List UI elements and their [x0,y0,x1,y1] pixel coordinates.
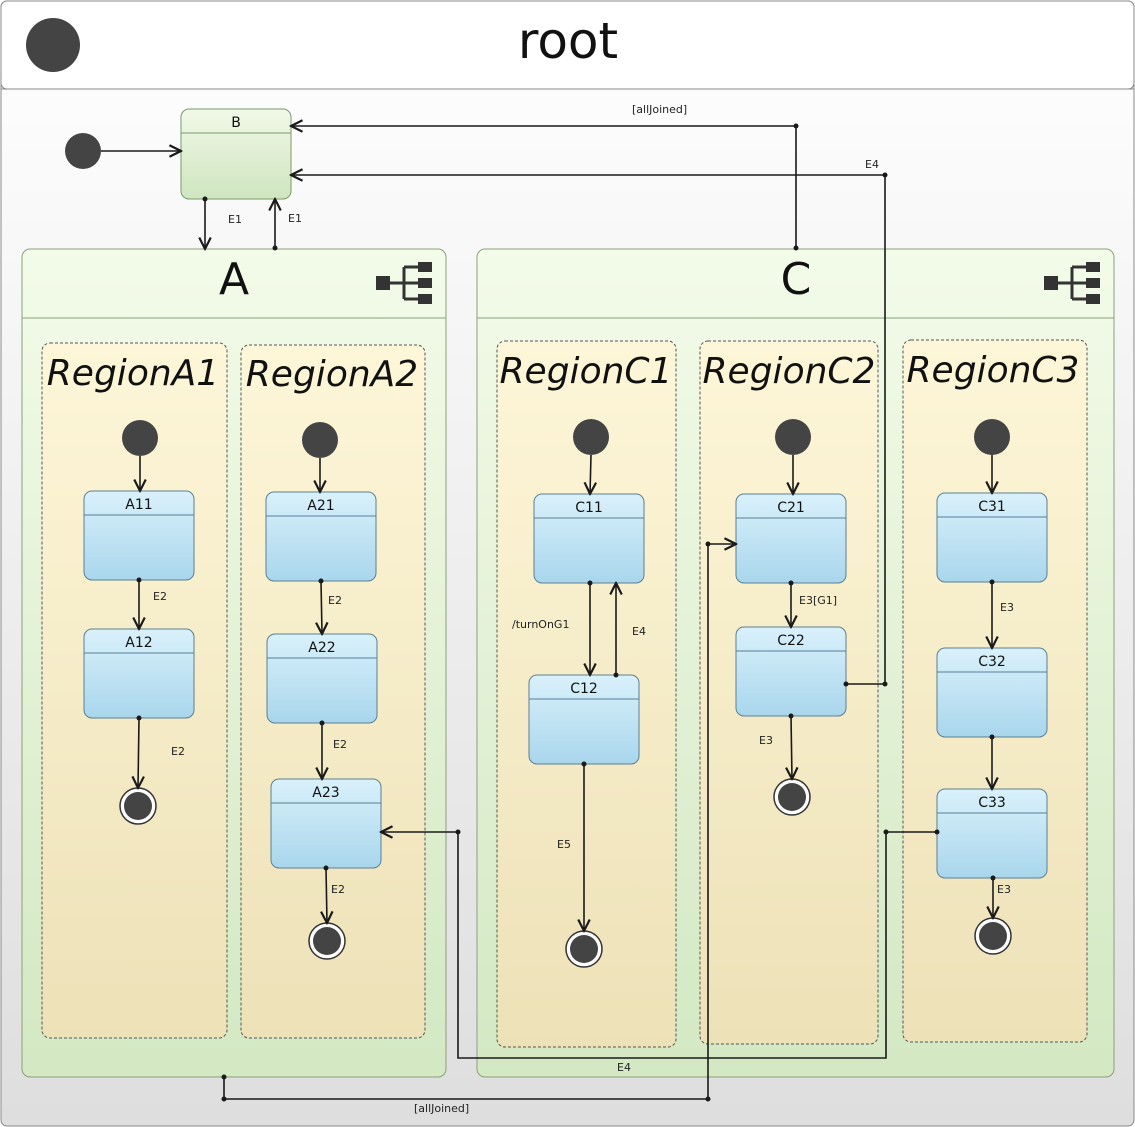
state-c11-label: C11 [575,500,603,516]
state-a11-label: A11 [125,497,152,513]
state-c33[interactable]: C33 [936,788,1048,879]
transition-label: E3 [759,734,773,747]
state-c33-label: C33 [978,795,1006,811]
composite-icon [1044,262,1100,304]
state-c12-label: C12 [570,681,598,697]
transition-label: E5 [557,838,571,851]
initial-pseudostate-a2 [302,422,338,458]
transition-label: E3 [1000,601,1014,614]
root-title: root [518,12,618,70]
region-c2-label: RegionC2 [703,351,876,392]
state-a22-label: A22 [308,640,335,656]
state-a21[interactable]: A21 [265,491,377,582]
transition-init-c11[interactable] [590,454,591,494]
state-c12[interactable]: C12 [528,674,640,765]
transition-label: E2 [171,745,185,758]
state-c21[interactable]: C21 [735,493,847,584]
transition-label: E4 [865,158,879,171]
state-a11[interactable]: A11 [83,490,195,581]
state-a12[interactable]: A12 [83,628,195,719]
state-c11[interactable]: C11 [533,493,645,584]
transition-label: E1 [288,212,302,225]
final-state-c3 [974,917,1012,955]
state-a12-label: A12 [125,635,152,651]
transition-c31-to-c32[interactable]: E3 [990,579,1014,649]
transition-c33-to-final[interactable]: E3 [991,875,1011,919]
transition-a-to-c21[interactable]: [allJoined] [221,542,737,1116]
state-a23-label: A23 [312,785,339,801]
state-a22[interactable]: A22 [266,633,378,724]
transition-label: E2 [331,883,345,896]
state-c21-label: C21 [777,500,805,516]
transition-c12-to-final[interactable]: E5 [557,761,587,932]
final-state-c2 [773,778,811,816]
transition-a11-to-a12[interactable]: E2 [137,577,167,630]
transition-label: /turnOnG1 [512,618,569,631]
final-state-c1 [565,930,603,968]
transition-c33-to-a23[interactable]: E4 [381,830,940,1075]
region-a1-label: RegionA1 [47,353,219,394]
transition-a21-to-a22[interactable]: E2 [319,578,342,635]
state-c32-label: C32 [978,654,1006,670]
transition-c12-to-c11[interactable]: E4 [614,583,646,678]
transition-label: E2 [328,594,342,607]
initial-pseudostate-c1 [573,419,609,455]
transition-c22-to-b[interactable]: E4 [291,158,888,687]
state-c22[interactable]: C22 [735,626,847,717]
transition-label: [allJoined] [632,103,687,116]
transition-label: E2 [333,738,347,751]
state-a21-label: A21 [307,498,334,514]
transition-label: E1 [228,213,242,226]
region-a2-label: RegionA2 [246,354,418,395]
final-state-a1 [119,787,157,825]
state-c22-label: C22 [777,633,805,649]
region-c1-label: RegionC1 [500,351,673,392]
transition-a12-to-final[interactable]: E2 [137,715,185,789]
transition-b-to-a[interactable]: E1 [203,196,242,250]
state-c31[interactable]: C31 [936,492,1048,583]
transition-label: E2 [153,590,167,603]
transition-c32-to-c33[interactable] [990,734,995,790]
transition-label: E3 [997,883,1011,896]
state-b[interactable]: B [180,108,292,200]
transition-label: [allJoined] [414,1102,469,1115]
initial-pseudostate-c3 [974,419,1010,455]
transition-a22-to-a23[interactable]: E2 [320,720,347,780]
initial-pseudostate-c2 [775,419,811,455]
transition-a-to-b[interactable]: E1 [273,199,302,251]
transition-c-to-b[interactable]: [allJoined] [291,103,799,251]
transition-label: E4 [617,1061,631,1074]
state-b-label: B [231,115,241,131]
transition-a23-to-final[interactable]: E2 [324,865,345,924]
root-initial-pseudostate [26,18,80,72]
state-c31-label: C31 [978,499,1006,515]
transition-c22-to-final[interactable]: E3 [759,713,794,780]
transition-c21-to-c22[interactable]: E3[G1] [789,580,838,628]
state-a23[interactable]: A23 [270,778,382,869]
final-state-a2 [308,922,346,960]
initial-pseudostate-b [65,133,101,169]
transition-label: E3[G1] [799,594,837,607]
region-c3-label: RegionC3 [907,350,1080,391]
state-c32[interactable]: C32 [936,647,1048,738]
initial-pseudostate-a1 [122,420,158,456]
composite-icon [376,262,432,304]
transition-c11-to-c12[interactable]: /turnOnG1 [512,580,593,676]
state-c-label: C [781,254,812,305]
state-a-label: A [219,254,249,305]
transition-label: E4 [632,625,646,638]
